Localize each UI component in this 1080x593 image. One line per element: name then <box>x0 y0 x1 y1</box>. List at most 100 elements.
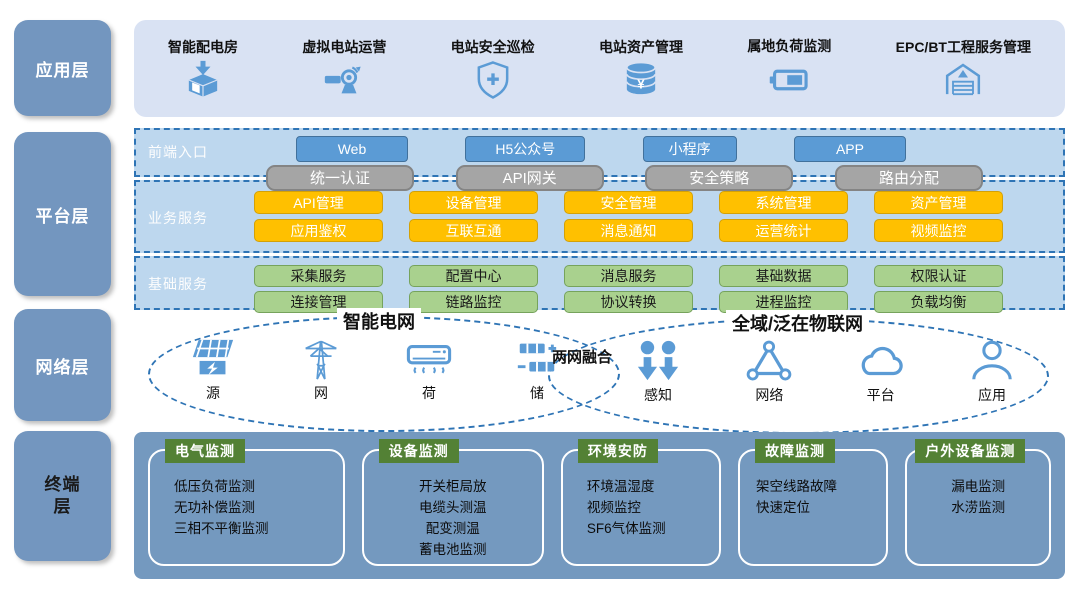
terminal-card-items: 漏电监测 水涝监测 <box>907 451 1049 518</box>
terminal-card-outdoor: 户外设备监测 漏电监测 水涝监测 <box>905 439 1051 566</box>
gateway-api: API网关 <box>455 165 604 191</box>
business-service-label: 业务服务 <box>148 210 208 226</box>
layer-label-network: 网络层 <box>14 309 111 421</box>
cloud-icon <box>861 346 903 376</box>
frontend-entry-label: 前端入口 <box>148 144 208 160</box>
node-storage: 储 <box>514 336 560 403</box>
terminal-item: SF6气体监测 <box>586 520 666 536</box>
business-service-section: 业务服务 API管理 设备管理 安全管理 系统管理 资产管理 应用鉴权 互联互通… <box>134 180 1065 253</box>
terminal-card-items: 架空线路故障 快速定位 <box>740 451 886 518</box>
layer-label-application: 应用层 <box>14 20 111 116</box>
platform-layer-box: 前端入口 Web H5公众号 小程序 APP 统一认证 API网关 安全策略 路… <box>134 128 1065 313</box>
app-item-local-load-monitoring: 属地负荷监测 <box>747 36 831 101</box>
smart-grid-nodes: 源 网 荷 <box>190 336 560 403</box>
service-video-monitor: 视频监控 <box>874 219 1003 242</box>
storage-battery-icon <box>517 343 557 372</box>
service-api-management: API管理 <box>254 191 383 214</box>
terminal-item: 水涝监测 <box>951 499 1006 515</box>
node-label: 储 <box>530 385 544 401</box>
gateway-routing: 路由分配 <box>834 165 983 191</box>
service-base-data: 基础数据 <box>719 265 848 287</box>
smart-grid-title: 智能电网 <box>337 308 421 334</box>
terminal-item: 架空线路故障 <box>755 479 837 494</box>
service-permission-auth: 权限认证 <box>874 265 1003 287</box>
service-asset-management: 资产管理 <box>874 191 1003 214</box>
terminal-card-title: 故障监测 <box>754 439 835 463</box>
terminal-layer-box: 电气监测 低压负荷监测 无功补偿监测 三相不平衡监测 设备监测 开关柜局放 电缆… <box>134 432 1065 579</box>
service-process-monitor: 进程监控 <box>719 291 848 313</box>
terminal-card-title: 户外设备监测 <box>915 439 1026 463</box>
application-layer-box: 智能配电房 虚拟电站运营 电站安全巡检 <box>134 20 1065 117</box>
node-network: 网络 <box>746 338 792 405</box>
service-collection: 采集服务 <box>254 265 383 287</box>
air-conditioner-icon <box>406 345 452 374</box>
service-load-balance: 负载均衡 <box>874 291 1003 313</box>
app-item-label: EPC/BT工程服务管理 <box>895 39 1031 55</box>
terminal-item: 漏电监测 <box>951 479 1006 494</box>
service-security-management: 安全管理 <box>564 191 693 214</box>
service-operation-stats: 运营统计 <box>719 219 848 242</box>
terminal-card-environment: 环境安防 环境温湿度 视频监控 SF6气体监测 <box>560 439 721 566</box>
layer-label-terminal-text: 终端层 <box>44 474 81 516</box>
terminal-card-equipment: 设备监测 开关柜局放 电缆头测温 配变测温 蓄电池监测 <box>361 439 544 566</box>
iot-nodes: 感知 网络 平台 应用 <box>635 338 1015 405</box>
terminal-item: 环境温湿度 <box>586 479 655 494</box>
terminal-item: 无功补偿监测 <box>174 499 255 515</box>
battery-icon <box>770 69 808 91</box>
svg-text:¥: ¥ <box>637 76 645 91</box>
shield-plus-icon <box>477 61 509 99</box>
gateway-security-policy: 安全策略 <box>645 165 794 191</box>
terminal-item: 电缆头测温 <box>419 499 487 515</box>
node-label: 平台 <box>866 387 895 403</box>
service-app-auth: 应用鉴权 <box>254 219 383 242</box>
layer-label-terminal: 终端层 <box>14 431 111 561</box>
entry-h5: H5公众号 <box>465 136 586 162</box>
node-sensing: 感知 <box>635 338 681 405</box>
service-message: 消息服务 <box>564 265 693 287</box>
terminal-card-items: 环境温湿度 视频监控 SF6气体监测 <box>563 451 719 539</box>
app-item-label: 智能配电房 <box>168 39 238 55</box>
layer-label-network-text: 网络层 <box>35 357 90 377</box>
app-item-station-asset-management: 电站资产管理 ¥ <box>599 37 683 100</box>
terminal-item: 配变测温 <box>425 520 480 536</box>
node-source: 源 <box>190 336 236 403</box>
business-service-grid: API管理 设备管理 安全管理 系统管理 资产管理 应用鉴权 互联互通 消息通知… <box>254 191 1003 242</box>
node-label: 荷 <box>422 385 436 401</box>
entry-app: APP <box>793 136 906 162</box>
node-label: 感知 <box>644 387 672 403</box>
layer-label-application-text: 应用层 <box>35 60 90 80</box>
iot-title: 全域/泛在物联网 <box>726 310 870 336</box>
two-network-fusion-label: 两网融合 <box>551 349 612 366</box>
terminal-card-items: 开关柜局放 电缆头测温 配变测温 蓄电池监测 <box>364 451 542 560</box>
base-service-grid: 采集服务 配置中心 消息服务 基础数据 权限认证 连接管理 链路监控 协议转换 … <box>254 265 1003 313</box>
entry-buttons-row: Web H5公众号 小程序 APP <box>296 136 906 162</box>
terminal-item: 蓄电池监测 <box>419 541 487 557</box>
terminal-card-fault: 故障监测 架空线路故障 快速定位 <box>737 439 889 566</box>
entry-web: Web <box>296 136 408 162</box>
layer-label-platform: 平台层 <box>14 132 111 296</box>
terminal-card-items: 低压负荷监测 无功补偿监测 三相不平衡监测 <box>150 451 343 539</box>
warehouse-icon <box>946 63 981 96</box>
base-service-section: 基础服务 采集服务 配置中心 消息服务 基础数据 权限认证 连接管理 链路监控 … <box>134 256 1065 313</box>
terminal-card-electrical: 电气监测 低压负荷监测 无功补偿监测 三相不平衡监测 <box>148 439 345 566</box>
app-item-label: 虚拟电站运营 <box>302 39 387 55</box>
frontend-entry-section: 前端入口 Web H5公众号 小程序 APP 统一认证 API网关 安全策略 路… <box>134 128 1065 191</box>
terminal-item: 三相不平衡监测 <box>174 520 269 536</box>
service-system-management: 系统管理 <box>719 191 848 214</box>
app-item-label: 电站资产管理 <box>598 39 683 55</box>
terminal-item: 低压负荷监测 <box>174 479 255 494</box>
layer-label-platform-text: 平台层 <box>35 206 90 226</box>
terminal-card-title: 设备监测 <box>378 439 459 463</box>
base-service-label: 基础服务 <box>148 276 208 292</box>
node-load: 荷 <box>406 336 452 403</box>
terminal-card-title: 环境安防 <box>577 439 658 463</box>
app-item-virtual-station-operation: 虚拟电站运营 <box>302 37 386 100</box>
app-item-epc-bt-engineering: EPC/BT工程服务管理 <box>896 37 1031 100</box>
node-label: 网 <box>314 385 328 401</box>
service-message-notify: 消息通知 <box>564 219 693 242</box>
user-icon <box>972 340 1012 380</box>
node-grid: 网 <box>298 336 344 403</box>
node-label: 网络 <box>755 387 784 403</box>
gateway-unified-auth: 统一认证 <box>266 165 414 191</box>
